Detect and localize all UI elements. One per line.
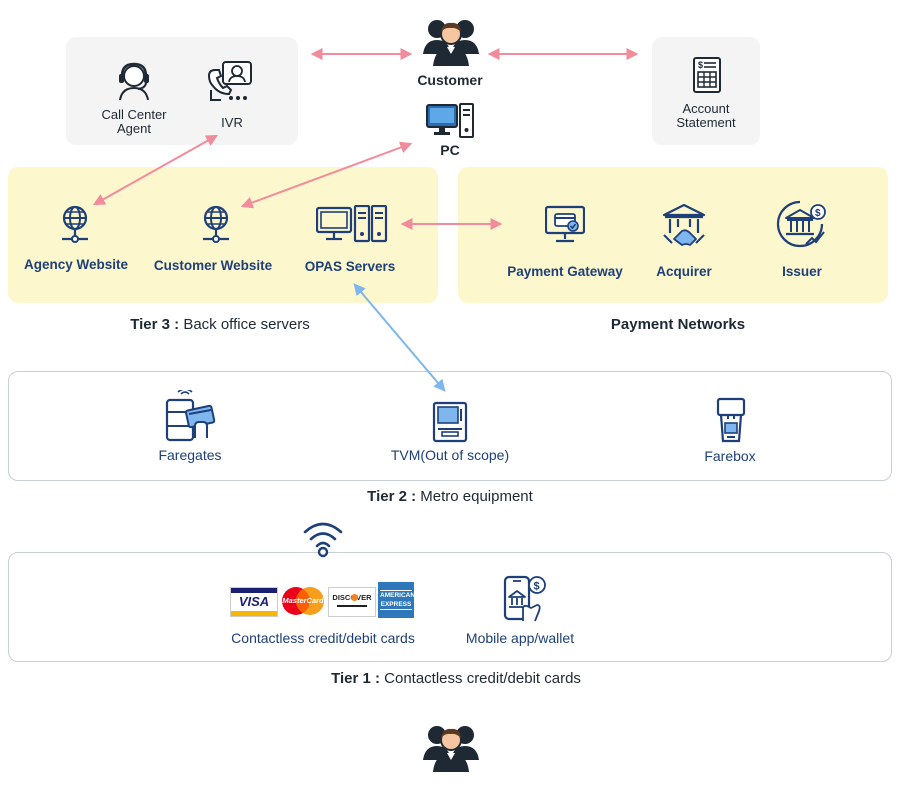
servers-icon — [316, 205, 388, 243]
tier2-caption-text: Metro equipment — [416, 488, 533, 505]
mobile-wallet-icon: $ — [503, 575, 547, 623]
pc-label: PC — [440, 142, 460, 158]
tier3-caption-text: Back office servers — [179, 316, 310, 333]
svg-text:$: $ — [698, 60, 703, 70]
customer-label: Customer — [417, 72, 483, 88]
payment-gateway-label: Payment Gateway — [507, 264, 623, 279]
issuer-bank-icon: $ — [776, 200, 828, 250]
contactless-wifi-icon — [303, 518, 343, 558]
mastercard-logo: MasterCard — [280, 586, 326, 616]
amex-logo-text: AMERICAN EXPRESS — [380, 590, 416, 610]
opas-servers-label: OPAS Servers — [304, 259, 396, 274]
call-center-label: Call Center Agent — [101, 107, 167, 136]
customer-group-icon — [423, 16, 479, 66]
svg-text:$: $ — [815, 208, 821, 219]
tvm-label: TVM(Out of scope) — [390, 447, 510, 463]
account-statement-label: Account Statement — [676, 101, 736, 130]
amex-logo: AMERICAN EXPRESS — [378, 582, 416, 618]
svg-text:$: $ — [534, 581, 540, 593]
farebox-icon — [715, 397, 747, 443]
contactless-cards-label: Contactless credit/debit cards — [231, 630, 415, 646]
acquirer-label: Acquirer — [656, 264, 712, 279]
tier2-box — [8, 371, 892, 481]
tier1-caption-prefix: Tier 1 : — [331, 670, 380, 687]
customer-group-bottom-icon — [423, 722, 479, 772]
discover-logo: DISCOVER — [328, 587, 376, 617]
customer-website-globe-icon — [201, 205, 231, 245]
farebox-label: Farebox — [704, 448, 756, 464]
tier1-caption-text: Contactless credit/debit cards — [379, 670, 581, 687]
headset-agent-icon — [116, 62, 152, 100]
ivr-label: IVR — [221, 115, 243, 130]
agency-website-globe-icon — [60, 205, 90, 245]
tier1-box — [8, 552, 892, 662]
ivr-icon — [207, 60, 253, 102]
acquirer-bank-handshake-icon — [662, 203, 706, 247]
tvm-kiosk-icon — [432, 401, 468, 443]
mastercard-logo-text: MasterCard — [282, 596, 324, 605]
visa-logo-text: VISA — [238, 594, 270, 609]
account-statement-icon: $ — [692, 57, 722, 93]
support-group-box — [66, 37, 298, 145]
payment-gateway-icon — [545, 205, 585, 245]
tier3-caption: Tier 3 : Back office servers — [100, 316, 340, 333]
issuer-label: Issuer — [782, 264, 822, 279]
arrow-opas-tvm — [353, 283, 446, 392]
customer-website-label: Customer Website — [153, 258, 273, 273]
agency-website-label: Agency Website — [23, 257, 129, 272]
arrow-ivr-agency — [92, 134, 219, 206]
arrow-pc-customer-website — [240, 141, 413, 209]
payment-networks-caption: Payment Networks — [610, 316, 746, 333]
faregate-icon — [163, 390, 219, 444]
tier3-caption-prefix: Tier 3 : — [130, 316, 180, 333]
pc-icon — [426, 103, 474, 139]
tier2-caption: Tier 2 : Metro equipment — [330, 488, 570, 505]
tier1-caption: Tier 1 : Contactless credit/debit cards — [290, 670, 622, 687]
tier2-caption-prefix: Tier 2 : — [367, 488, 417, 505]
faregates-label: Faregates — [158, 447, 222, 463]
mobile-wallet-label: Mobile app/wallet — [465, 630, 575, 646]
visa-logo: VISA — [230, 587, 278, 617]
payment-networks-box — [458, 167, 888, 303]
